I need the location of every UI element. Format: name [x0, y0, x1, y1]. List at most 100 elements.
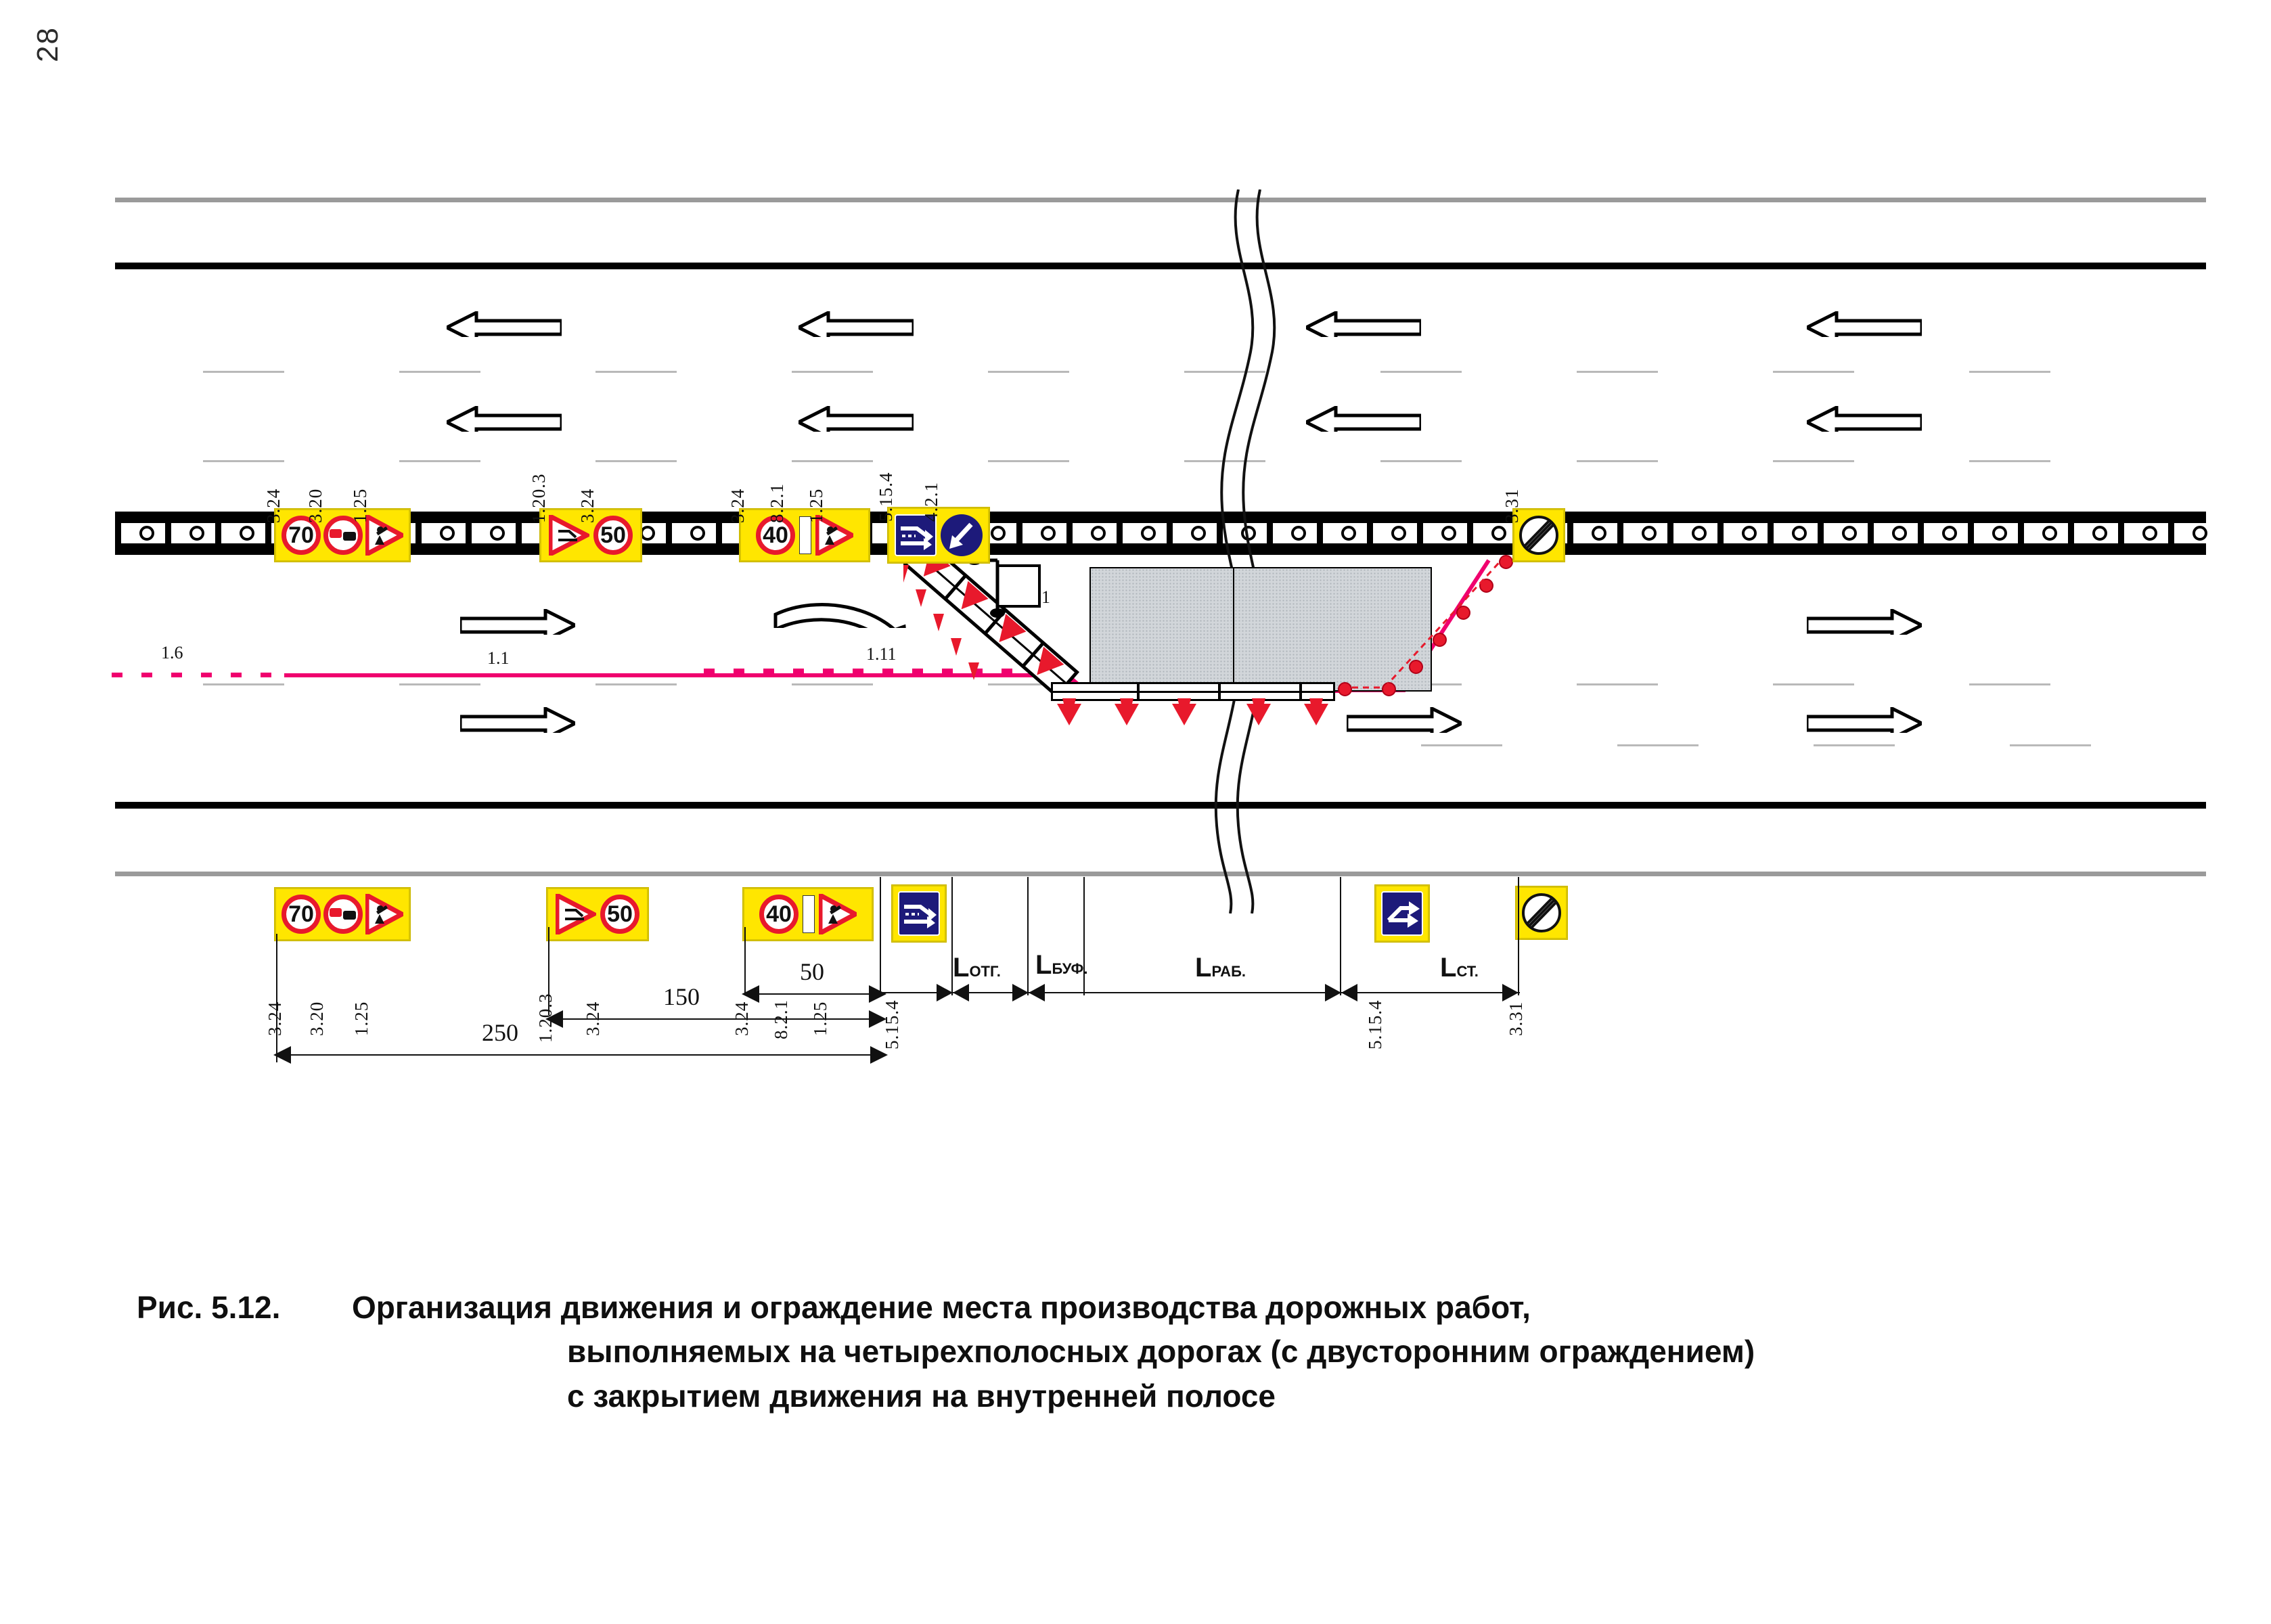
barrier-post-knob: [2042, 526, 2057, 541]
sign-group-5[interactable]: [1513, 509, 1565, 562]
sign-3-24-speed-70[interactable]: 70: [282, 516, 321, 555]
legend-sign-1-20-3[interactable]: [556, 894, 596, 934]
barrier-post-knob: [1441, 526, 1456, 541]
legend-sign-3-20[interactable]: [323, 895, 363, 934]
work-zone-cone-row: [1057, 698, 1328, 725]
legend-sign-3-24-70[interactable]: 70: [282, 895, 321, 934]
sign-1-25-roadworks[interactable]: [365, 515, 403, 556]
legend-sign-3-24-40[interactable]: 40: [759, 895, 799, 934]
dim-arrow: [1502, 984, 1519, 1001]
sign-3-24-speed-40[interactable]: 40: [756, 516, 795, 555]
barrier-post-knob: [1792, 526, 1807, 541]
legend-sign-3-31-icon[interactable]: [1521, 892, 1562, 934]
legend-sign-5-15-4[interactable]: [892, 885, 946, 942]
legend-sign-8-2-1[interactable]: [803, 895, 815, 933]
barrier-post-knob: [1642, 526, 1657, 541]
legend-sign-3-24-50[interactable]: 50: [600, 895, 639, 934]
sign-group-3[interactable]: 40: [740, 509, 870, 562]
legend-sign-5-15-4-icon[interactable]: [898, 891, 940, 936]
dim-arrow: [869, 985, 886, 1003]
code-5-15-4-g4: 5.15.4: [876, 472, 896, 522]
dim-tick: [1027, 877, 1029, 995]
delineator-line: [1341, 556, 1505, 689]
sign-3-20-no-overtaking[interactable]: [323, 516, 363, 555]
dim-arrow: [870, 1046, 888, 1064]
sign-1-25-roadworks[interactable]: [815, 515, 853, 556]
sign-1-20-3-lane-narrows[interactable]: [549, 515, 589, 556]
barrier-post-knob: [1291, 526, 1306, 541]
caption-line-1: Организация движения и ограждение места …: [352, 1290, 1531, 1325]
sign-3-24-speed-50[interactable]: 50: [593, 516, 633, 555]
sign-5-15-4-lane-start[interactable]: [895, 514, 937, 556]
dim-value-150: 150: [663, 983, 700, 1010]
legend-sign-group-c[interactable]: 40: [743, 888, 873, 941]
legend-code-5-15-4-right: 5.15.4: [1365, 999, 1385, 1050]
code-3-20-g1: 3.20: [305, 488, 325, 523]
sign-group-4[interactable]: [888, 508, 989, 563]
speed-value: 50: [600, 522, 626, 548]
arrow-left-icon: [1807, 406, 1922, 432]
dim-arrow: [545, 1010, 563, 1028]
sign-4-2-1-detour[interactable]: [941, 514, 983, 556]
sign-group-2[interactable]: 50: [540, 509, 642, 562]
code-3-24-g3: 3.24: [727, 488, 748, 523]
arrow-right-icon: [1807, 609, 1922, 635]
dim-zone-chain: [881, 992, 1520, 993]
speed-value: 40: [766, 901, 792, 927]
barrier-post-knob: [2193, 526, 2207, 541]
code-8-2-1-g3: 8.2.1: [767, 483, 787, 523]
arrow-right-icon: [460, 609, 575, 635]
marking-code-1-1: 1.1: [487, 648, 510, 668]
arrow-left-icon: [1306, 311, 1421, 337]
dim-arrow: [1029, 984, 1045, 1001]
fence-rail-line: [1051, 691, 1335, 693]
dim-arrow: [1341, 984, 1357, 1001]
sign-group-1[interactable]: 70: [275, 509, 410, 562]
lane-dash-upper-2: [203, 460, 2165, 462]
legend-sign-1-25[interactable]: [365, 894, 403, 934]
figure-number: Рис. 5.12.: [137, 1290, 281, 1325]
barrier-post-knob: [1842, 526, 1857, 541]
legend-sign-5-15-4-right[interactable]: [1375, 885, 1429, 942]
arrow-right-icon: [1807, 707, 1922, 733]
arrow-left-icon: [799, 406, 914, 432]
dim-arrow: [869, 1010, 886, 1028]
sign-3-31-end-restrictions[interactable]: [1518, 514, 1560, 556]
dim-value-50: 50: [800, 958, 824, 985]
barrier-post-knob: [2092, 526, 2107, 541]
sign-8-2-1-plate[interactable]: [799, 516, 811, 554]
marking-1-11-solid: [704, 673, 1035, 677]
fence-post: [1218, 682, 1221, 701]
arrow-left-icon: [1807, 311, 1922, 337]
barrier-post-knob: [240, 526, 254, 541]
barrier-post-knob: [1491, 526, 1506, 541]
dim-tick: [548, 927, 549, 1015]
dim-arrow: [742, 985, 759, 1003]
barrier-post-knob: [440, 526, 455, 541]
barrier-post-knob: [1942, 526, 1957, 541]
barrier-post-knob: [1892, 526, 1907, 541]
code-3-31-g5: 3.31: [1502, 488, 1522, 523]
dim-tick: [744, 927, 746, 995]
legend-sign-1-25-b[interactable]: [819, 894, 857, 934]
caption-line-2: выполняемых на четырехполосных дорогах (…: [567, 1334, 1755, 1370]
legend-code-1-25: 1.25: [351, 1001, 372, 1036]
lane-dash-upper: [203, 371, 2165, 373]
legend-sign-5-15-4-right-icon[interactable]: [1381, 891, 1423, 936]
dim-arrow: [1325, 984, 1341, 1001]
fence-post: [1137, 682, 1140, 701]
central-barrier: [115, 512, 2207, 555]
legend-sign-group-b[interactable]: 50: [547, 888, 648, 941]
arrow-left-icon: [799, 311, 914, 337]
marking-1-1: [284, 673, 717, 677]
legend-sign-group-a[interactable]: 70: [275, 888, 410, 941]
legend-sign-3-31[interactable]: [1516, 886, 1567, 939]
dim-label-L-buf: LБУФ.: [1035, 950, 1088, 980]
code-4-2-1-g4: 4.2.1: [921, 482, 941, 522]
arrow-right-icon: [1347, 707, 1462, 733]
marking-code-1-6: 1.6: [161, 643, 183, 662]
dim-tick: [1083, 877, 1085, 995]
dim-value-250: 250: [482, 1019, 518, 1046]
lane-dash-lower-2: [1421, 744, 2165, 746]
barrier-post-knob: [1391, 526, 1406, 541]
